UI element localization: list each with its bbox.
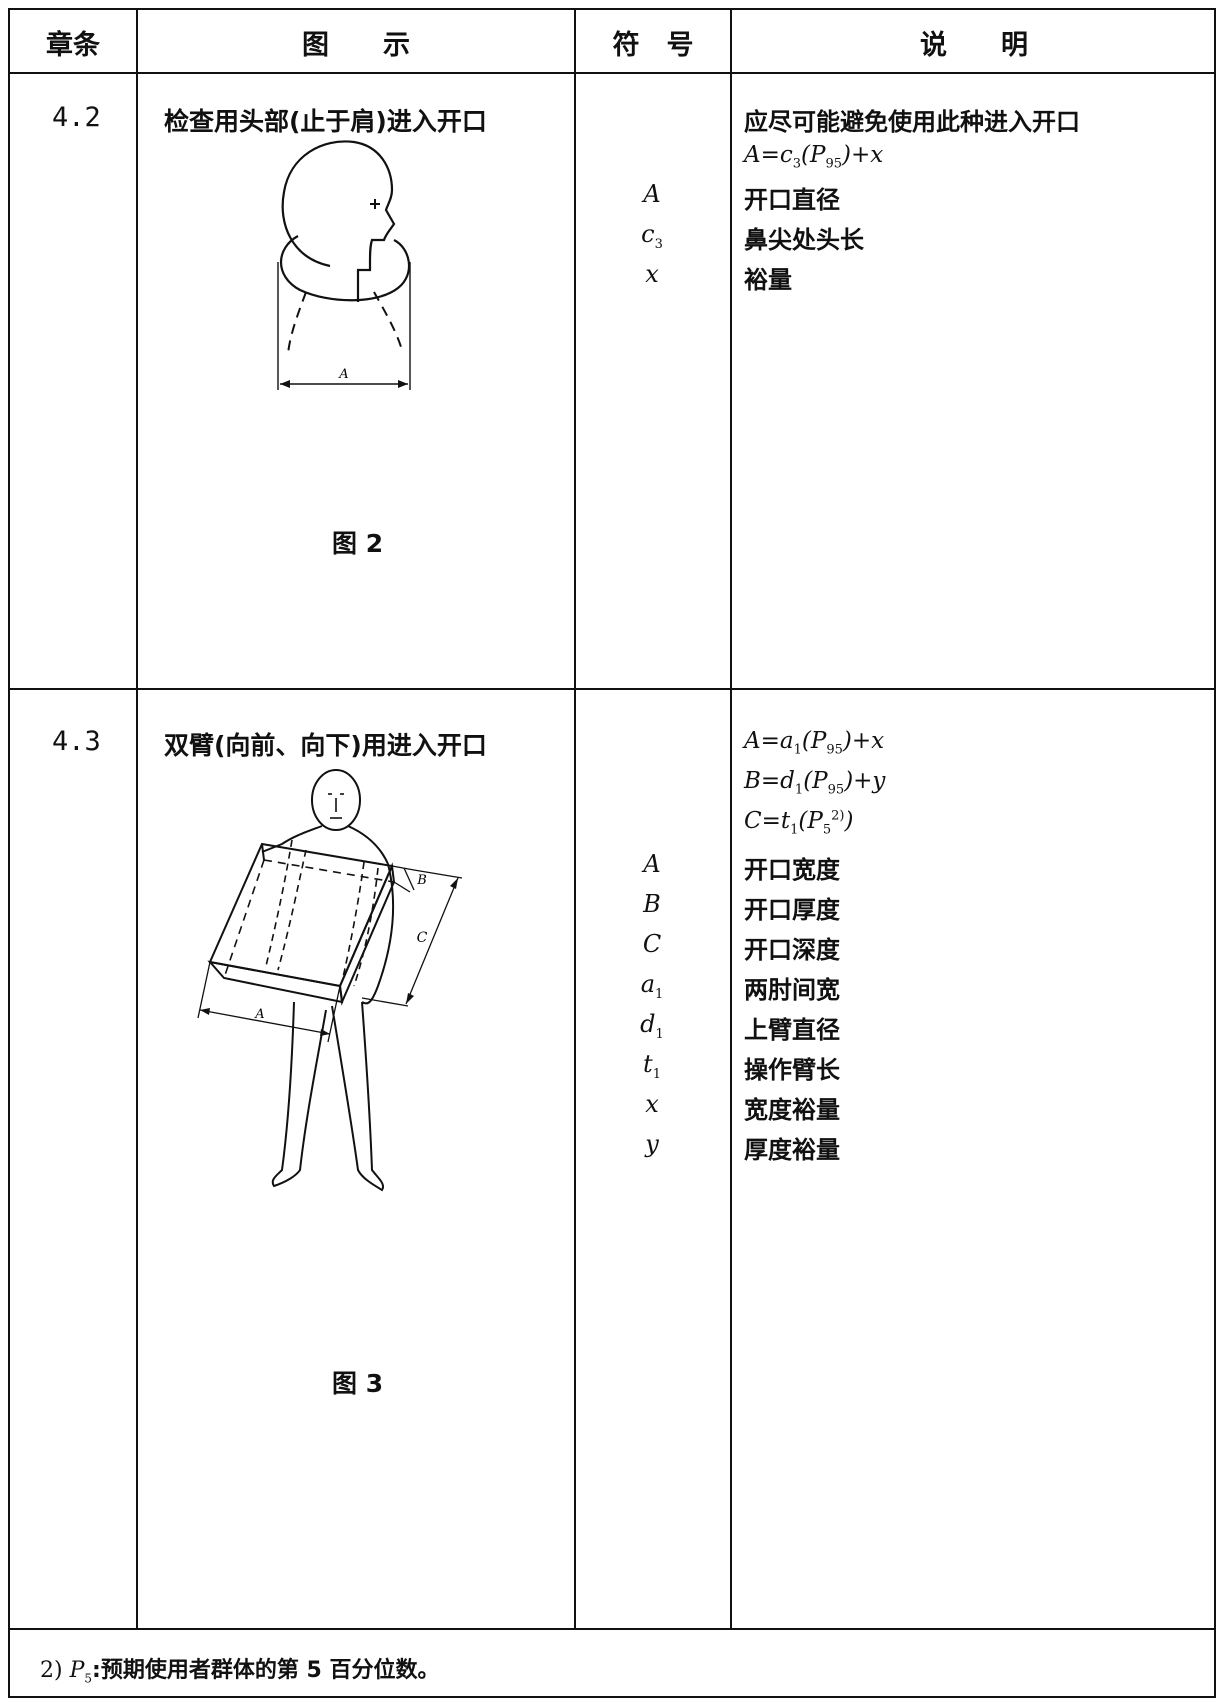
symbol-description: 裕量 <box>744 266 792 294</box>
symbol-cell: x <box>645 1090 659 1118</box>
arms-opening-figure: A B C <box>197 769 463 1192</box>
symbol-cell: t1 <box>643 1050 661 1082</box>
symbol-cell: B <box>643 890 661 918</box>
symbol-cell: c3 <box>641 220 663 252</box>
symbol-description: 开口宽度 <box>744 856 840 884</box>
symbol-description: 宽度裕量 <box>744 1096 840 1124</box>
symbol-cell: a1 <box>640 970 664 1002</box>
symbol-cell: A <box>643 180 661 208</box>
figure-title: 双臂(向前、向下)用进入开口 <box>164 731 487 760</box>
column-divider <box>136 10 138 1630</box>
symbol-description: 厚度裕量 <box>744 1136 840 1164</box>
figure-title: 检查用头部(止于肩)进入开口 <box>164 107 487 136</box>
symbol-cell: y <box>645 1130 659 1158</box>
symbol-description: 上臂直径 <box>744 1016 840 1044</box>
row-divider <box>10 1628 1214 1630</box>
header-description: 说 明 <box>920 29 1028 61</box>
footnote-symbol-sub: 5 <box>84 1671 93 1686</box>
dimension-label-a: A <box>338 367 348 382</box>
symbol-cell: d1 <box>640 1010 664 1042</box>
symbol-description: 操作臂长 <box>744 1056 840 1084</box>
column-divider <box>574 10 576 1630</box>
dimension-label-b: B <box>416 873 427 888</box>
figure-caption: 图 3 <box>332 1369 384 1398</box>
header-figure: 图 示 <box>302 29 410 61</box>
clause-number: 4.3 <box>52 726 101 757</box>
header-divider <box>10 72 1214 74</box>
formula: B=d1(P95)+y <box>744 768 886 798</box>
symbol-description: 开口厚度 <box>744 896 840 924</box>
symbol-cell: C <box>642 930 662 958</box>
footnote-text: 预期使用者群体的第 5 百分位数。 <box>100 1658 440 1683</box>
clause-number: 4.2 <box>52 102 101 133</box>
standard-table: 章条 图 示 符 号 说 明 4.2 检查用头部(止于肩)进入开口 A 图 2 … <box>8 8 1216 1698</box>
formula: A=c3(P95)+x <box>744 142 884 172</box>
dimension-label-a: A <box>254 1007 264 1022</box>
header-clause: 章条 <box>46 29 100 61</box>
symbol-cell: A <box>643 850 661 878</box>
formula: C=t1(P52)) <box>744 808 854 838</box>
footnote: 2) P5:预期使用者群体的第 5 百分位数。 <box>40 1658 440 1686</box>
usage-note: 应尽可能避免使用此种进入开口 <box>744 108 1080 136</box>
symbol-cell: x <box>645 260 659 288</box>
symbol-description: 鼻尖处头长 <box>744 226 864 254</box>
head-opening-figure: A <box>277 140 411 390</box>
symbol-description: 开口深度 <box>744 936 840 964</box>
row-divider <box>10 688 1214 690</box>
header-symbol: 符 号 <box>612 29 694 61</box>
figure-caption: 图 2 <box>332 529 384 558</box>
column-divider <box>730 10 732 1630</box>
footnote-symbol: P <box>69 1658 85 1683</box>
symbol-description: 两肘间宽 <box>744 976 840 1004</box>
footnote-number: 2) <box>40 1658 63 1683</box>
symbol-description: 开口直径 <box>744 186 840 214</box>
dimension-label-c: C <box>417 930 428 946</box>
formula: A=a1(P95)+x <box>744 728 885 758</box>
